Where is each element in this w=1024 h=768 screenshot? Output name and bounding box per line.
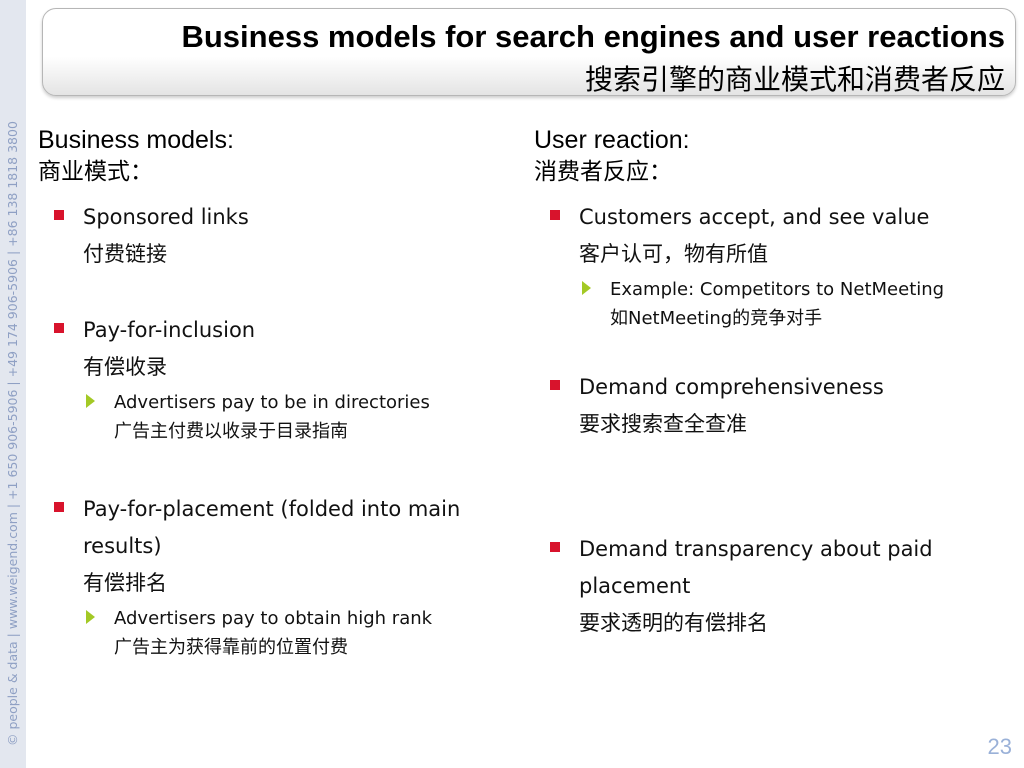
- sub-list-item: Advertisers pay to be in directories 广告主…: [38, 388, 508, 446]
- sub-item-text: Example: Competitors to NetMeeting: [610, 279, 945, 300]
- square-bullet-icon: [54, 502, 64, 512]
- list-item: Customers accept, and see value 客户认可，物有所…: [534, 199, 1004, 273]
- business-models-heading-zh: 商业模式：: [38, 159, 153, 185]
- sidebar-strip: [0, 0, 26, 768]
- business-models-heading: Business models:: [38, 126, 234, 154]
- square-bullet-icon: [54, 210, 64, 220]
- item-text: Sponsored links: [83, 205, 249, 229]
- arrow-bullet-icon: [582, 281, 591, 295]
- sub-item-text-zh: 如NetMeeting的竞争对手: [610, 308, 823, 329]
- list-item: Pay-for-inclusion 有偿收录: [38, 312, 508, 386]
- sub-list-item: Example: Competitors to NetMeeting 如NetM…: [534, 275, 1004, 333]
- list-item: Pay-for-placement (folded into main resu…: [38, 491, 508, 602]
- page-number: 23: [987, 734, 1012, 759]
- sub-item-text: Advertisers pay to be in directories: [114, 392, 430, 413]
- square-bullet-icon: [550, 380, 560, 390]
- square-bullet-icon: [54, 323, 64, 333]
- copyright-text: © people & data | www.weigend.com | +1 6…: [5, 121, 20, 746]
- sub-item-text-zh: 广告主付费以收录于目录指南: [114, 421, 348, 442]
- item-text: Customers accept, and see value: [579, 205, 930, 229]
- list-item: Sponsored links 付费链接: [38, 199, 508, 273]
- item-text-zh: 客户认可，物有所值: [579, 242, 768, 266]
- item-text-zh: 要求透明的有偿排名: [579, 611, 768, 635]
- list-item: Demand comprehensiveness 要求搜索查全查准: [534, 369, 1004, 443]
- title-chinese: 搜索引擎的商业模式和消费者反应: [584, 63, 1005, 96]
- square-bullet-icon: [550, 542, 560, 552]
- list-item: Demand transparency about paid placement…: [534, 531, 1009, 642]
- sub-item-text: Advertisers pay to obtain high rank: [114, 608, 433, 629]
- square-bullet-icon: [550, 210, 560, 220]
- user-reaction-heading-zh: 消费者反应：: [534, 159, 672, 185]
- user-reaction-heading: User reaction:: [534, 126, 690, 154]
- user-reaction-column: User reaction: 消费者反应： Customers accept, …: [534, 124, 1004, 642]
- item-text-zh: 付费链接: [83, 242, 167, 266]
- item-text: Pay-for-placement (folded into main resu…: [83, 497, 461, 558]
- item-text: Demand comprehensiveness: [579, 375, 884, 399]
- item-text-zh: 有偿排名: [83, 571, 167, 595]
- title-box: Business models for search engines and u…: [42, 8, 1016, 96]
- sub-list-item: Advertisers pay to obtain high rank 广告主为…: [38, 604, 508, 662]
- sub-item-text-zh: 广告主为获得靠前的位置付费: [114, 637, 348, 658]
- arrow-bullet-icon: [86, 610, 95, 624]
- title-english: Business models for search engines and u…: [181, 19, 1005, 54]
- item-text: Demand transparency about paid placement: [579, 537, 933, 598]
- arrow-bullet-icon: [86, 394, 95, 408]
- item-text-zh: 要求搜索查全查准: [579, 412, 747, 436]
- item-text: Pay-for-inclusion: [83, 318, 256, 342]
- business-models-column: Business models: 商业模式： Sponsored links 付…: [38, 124, 508, 662]
- item-text-zh: 有偿收录: [83, 355, 167, 379]
